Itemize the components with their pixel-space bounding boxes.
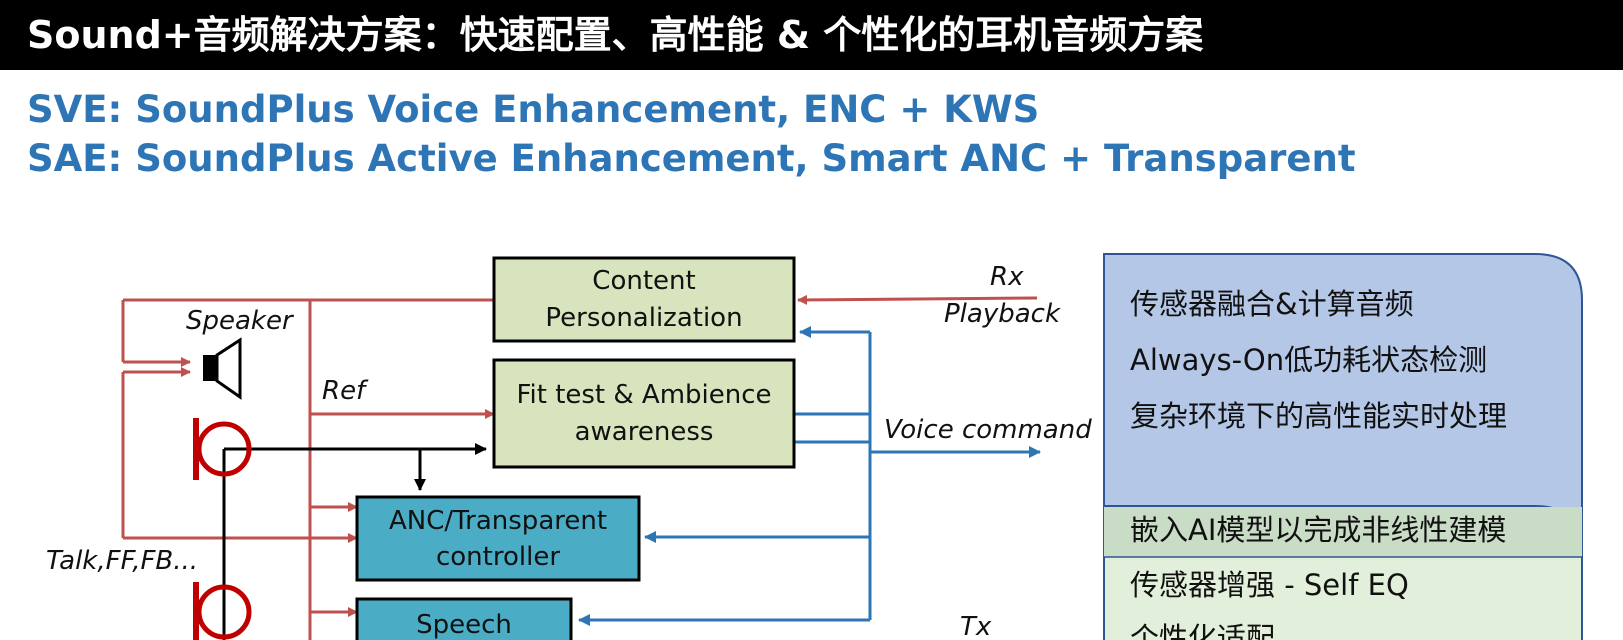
panel-item-self-eq: 传感器增强 - Self EQ [1130,568,1409,602]
panel-item-realtime: 复杂环境下的高性能实时处理 [1130,399,1507,433]
fit-test-box: Fit test & Ambience awareness [492,358,796,469]
panel-item-ai-model: 嵌入AI模型以完成非线性建模 [1130,513,1506,547]
red-signal-lines [121,294,1038,640]
black-mic-lines [222,443,487,640]
microphone-icon [193,418,252,480]
subtitle-sae: SAE: SoundPlus Active Enhancement, Smart… [27,137,1356,180]
panel-item-always-on: Always-On低功耗状态检测 [1130,343,1487,377]
content-box-line-1: Content [592,266,695,296]
ref-label: Ref [322,376,369,406]
title-bar: Sound+音频解决方案：快速配置、高性能 & 个性化的耳机音频方案 [0,0,1623,70]
content-box-line-2: Personalization [545,303,742,333]
speaker-label: Speaker [186,306,295,336]
panel-item-sensor-fusion: 传感器融合&计算音频 [1130,287,1414,321]
voice-command-label: Voice command [884,415,1092,445]
anc-box-line-1: ANC/Transparent [389,506,607,536]
speaker-icon [203,337,242,400]
speech-box: Speech [355,597,573,640]
fit-box-line-2: awareness [575,417,714,447]
anc-box-line-2: controller [436,542,560,572]
feature-panel: 传感器融合&计算音频 Always-On低功耗状态检测 复杂环境下的高性能实时处… [1103,253,1583,640]
microphone-icon [193,582,252,640]
playback-label: Playback [944,299,1061,329]
blue-control-lines [578,326,1041,626]
fit-box-line-1: Fit test & Ambience [516,380,771,410]
panel-item-personalization: 个性化适配 [1130,621,1275,640]
speech-box-label: Speech [416,610,512,640]
page-title: Sound+音频解决方案：快速配置、高性能 & 个性化的耳机音频方案 [27,13,1204,57]
tx-label: Tx [960,612,992,640]
rx-label: Rx [990,262,1024,292]
content-personalization-box: Content Personalization [492,256,796,343]
anc-controller-box: ANC/Transparent controller [355,495,641,582]
subtitle-sve: SVE: SoundPlus Voice Enhancement, ENC + … [27,88,1040,131]
mics-label: Talk,FF,FB... [46,546,198,576]
